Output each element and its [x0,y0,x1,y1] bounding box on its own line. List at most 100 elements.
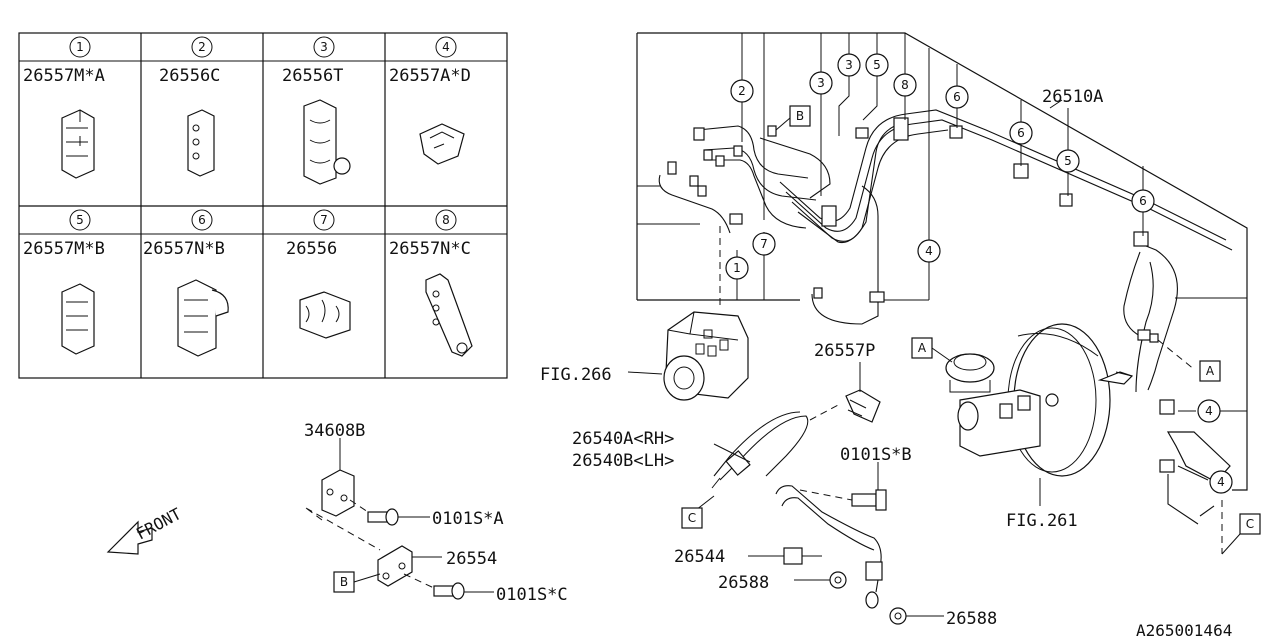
num-5a-text: 5 [873,58,881,72]
legend-cell-1[interactable]: 1 26557M*A [23,36,105,179]
legend-part-3: 26556T [282,66,343,86]
bolt-b[interactable] [799,462,887,511]
label-26540a: 26540A<RH> [572,429,674,449]
clip-icon [61,283,95,355]
legend-part-6: 26557N*B [143,239,225,259]
bracket-icon [425,273,473,357]
num-3a-text: 3 [817,76,825,90]
num-callout-2[interactable]: 2 [730,79,754,103]
num-callout-3a[interactable]: 3 [809,71,833,95]
marker-c2-text: C [1246,517,1254,531]
marker-c1-text: C [688,511,696,525]
num-callout-4c[interactable]: 4 [1209,470,1233,494]
num-5b-text: 5 [1064,154,1072,168]
front-arrow-icon: FRONT [106,504,185,555]
marker-a1[interactable]: A [911,337,953,363]
label-0101s-c: 0101S*C [496,585,568,605]
clip-icon [61,109,95,179]
legend-part-5: 26557M*B [23,239,105,259]
legend-cell-4[interactable]: 4 26557A*D [389,36,471,165]
front-label: FRONT [133,504,185,544]
label-34608b: 34608B [304,421,365,441]
label-26554: 26554 [446,549,497,569]
bracket-26554[interactable] [305,507,442,587]
num-6c-text: 6 [1139,194,1147,208]
union-bolt[interactable] [748,547,822,565]
num-callout-8[interactable]: 8 [893,73,917,97]
master-cylinder[interactable] [945,353,1059,506]
bracket-34608b[interactable] [321,438,355,517]
label-0101s-b: 0101S*B [840,445,912,465]
legend-num-1: 1 [76,40,84,54]
legend-cell-5[interactable]: 5 26557M*B [23,209,105,355]
bolt-c[interactable] [403,573,494,600]
num-7-text: 7 [760,237,768,251]
label-26588-1: 26588 [718,573,769,593]
legend-num-3: 3 [320,40,328,54]
label-fig-266: FIG.266 [540,365,612,385]
legend-num-4: 4 [442,40,450,54]
marker-c2[interactable]: C [1239,513,1261,535]
num-4b-text: 4 [1205,404,1213,418]
num-callout-3b[interactable]: 3 [837,53,861,77]
legend-num-5: 5 [76,213,84,227]
diagram-id: A265001464 [1136,621,1232,640]
marker-b1[interactable]: B [775,105,811,131]
brake-hose[interactable] [695,411,883,609]
num-callout-1[interactable]: 1 [725,256,749,280]
label-0101s-a: 0101S*A [432,509,504,529]
legend-part-7: 26556 [286,239,337,259]
marker-b2[interactable]: B [333,571,381,593]
num-callout-6b[interactable]: 6 [1009,121,1033,145]
num-callout-5b[interactable]: 5 [1056,149,1080,173]
label-26544: 26544 [674,547,725,567]
marker-a2[interactable]: A [1199,360,1221,382]
legend-cell-3[interactable]: 3 26556T [282,36,351,185]
marker-b2-text: B [340,575,348,589]
marker-a1-text: A [918,341,927,355]
num-callout-7[interactable]: 7 [752,232,776,256]
legend-cell-2[interactable]: 2 26556C [159,36,220,177]
legend-part-1: 26557M*A [23,66,105,86]
num-callout-4a[interactable]: 4 [917,239,941,263]
label-26510a: 26510A [1042,87,1103,107]
legend-cell-7[interactable]: 7 26556 [286,209,351,339]
num-callout-6c[interactable]: 6 [1131,189,1155,213]
num-callout-5a[interactable]: 5 [865,53,889,77]
num-1-text: 1 [733,261,741,275]
clip-icon [299,291,351,339]
legend-num-7: 7 [320,213,328,227]
legend-table [18,32,508,379]
marker-c1[interactable]: C [681,507,703,529]
label-26588-2: 26588 [946,609,997,629]
num-4a-text: 4 [925,244,933,258]
label-fig-261: FIG.261 [1006,511,1078,531]
pipe-clip-bracket[interactable] [1159,399,1241,555]
legend-num-6: 6 [198,213,206,227]
pipe-frame [636,32,1248,491]
bolt-a[interactable] [349,499,430,526]
hose-clip[interactable] [809,362,881,423]
legend-part-4: 26557A*D [389,66,471,86]
clip-icon [419,123,465,165]
num-2-text: 2 [738,84,746,98]
gaskets[interactable] [794,571,944,625]
num-callout-6a[interactable]: 6 [945,85,969,109]
label-26540b: 26540B<LH> [572,451,674,471]
num-callout-4b[interactable]: 4 [1197,399,1221,423]
legend-cell-6[interactable]: 6 26557N*B [143,209,229,357]
num-4c-text: 4 [1217,475,1225,489]
marker-a2-text: A [1206,364,1215,378]
num-3b-text: 3 [845,58,853,72]
legend-num-8: 8 [442,213,450,227]
legend-num-2: 2 [198,40,206,54]
legend-part-8: 26557N*C [389,239,471,259]
legend-cell-8[interactable]: 8 26557N*C [389,209,473,357]
hydraulic-unit[interactable] [627,311,749,401]
num-8-text: 8 [901,78,909,92]
pipe-fittings [667,117,1159,343]
num-6b-text: 6 [1017,126,1025,140]
clip-icon [177,279,229,357]
